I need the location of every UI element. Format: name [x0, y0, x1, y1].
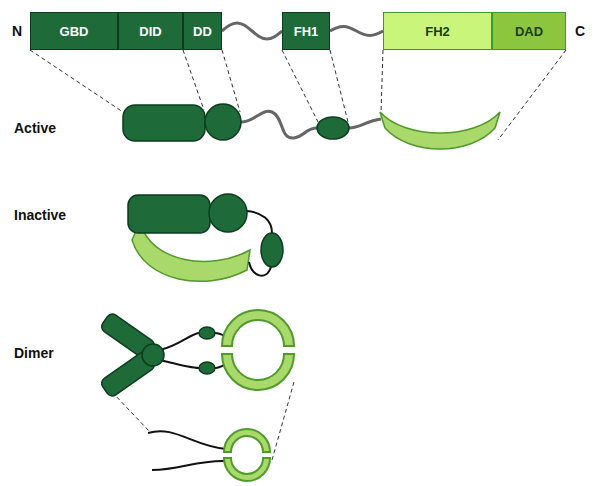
state-label: Dimer [14, 345, 54, 361]
gbd-did-block [123, 105, 205, 141]
domain-box: DD [183, 12, 222, 50]
terminus-label: C [575, 23, 585, 39]
leader-line [282, 50, 318, 122]
terminus-label: N [12, 23, 22, 39]
domain-name: DD [193, 24, 212, 39]
linker-line [222, 23, 282, 39]
dimer-formin [99, 310, 294, 398]
fh1-ellipse [261, 233, 283, 267]
domain-box: DAD [492, 12, 566, 50]
leader-line [272, 382, 294, 460]
leader-line [112, 392, 150, 432]
linker [160, 360, 199, 368]
domain-box: GBD [30, 12, 118, 50]
leader-line [183, 50, 204, 110]
fh2-half-ring [222, 354, 294, 390]
domain-name: DAD [515, 24, 543, 39]
leader-line [330, 50, 348, 122]
linker [349, 119, 381, 128]
fh2-crescent [380, 112, 500, 149]
active-formin [123, 104, 500, 149]
fh1-ellipse [317, 117, 349, 139]
domain-box: DID [118, 12, 183, 50]
fh1-ellipse [199, 362, 215, 374]
inactive-formin [128, 194, 283, 281]
gbd-did-block [128, 195, 210, 233]
leader-line [30, 50, 123, 112]
fh2-half-ring [224, 429, 270, 452]
domain-name: FH1 [294, 24, 319, 39]
leader-line [498, 50, 566, 140]
fh2-half-ring [224, 458, 270, 481]
state-label: Inactive [14, 207, 66, 223]
dd-circle [209, 194, 247, 232]
leader-lines [30, 50, 566, 460]
linker [160, 333, 199, 350]
fh1-ellipse [199, 327, 215, 339]
linker [241, 111, 317, 138]
fh2-half-ring [222, 310, 294, 346]
state-label: Active [14, 120, 56, 136]
domain-name: FH2 [425, 24, 450, 39]
dd-circle [142, 344, 164, 366]
domain-name: DID [139, 24, 161, 39]
linker-line [330, 26, 383, 35]
domain-box: FH1 [282, 12, 330, 50]
leader-line [222, 50, 240, 112]
dd-circle [205, 104, 241, 140]
linker [148, 431, 226, 449]
linker [246, 211, 272, 233]
fh2-dimer [148, 429, 270, 481]
domain-box: FH2 [383, 12, 492, 50]
leader-line [381, 50, 383, 113]
linker [152, 461, 226, 470]
domain-name: GBD [60, 24, 89, 39]
